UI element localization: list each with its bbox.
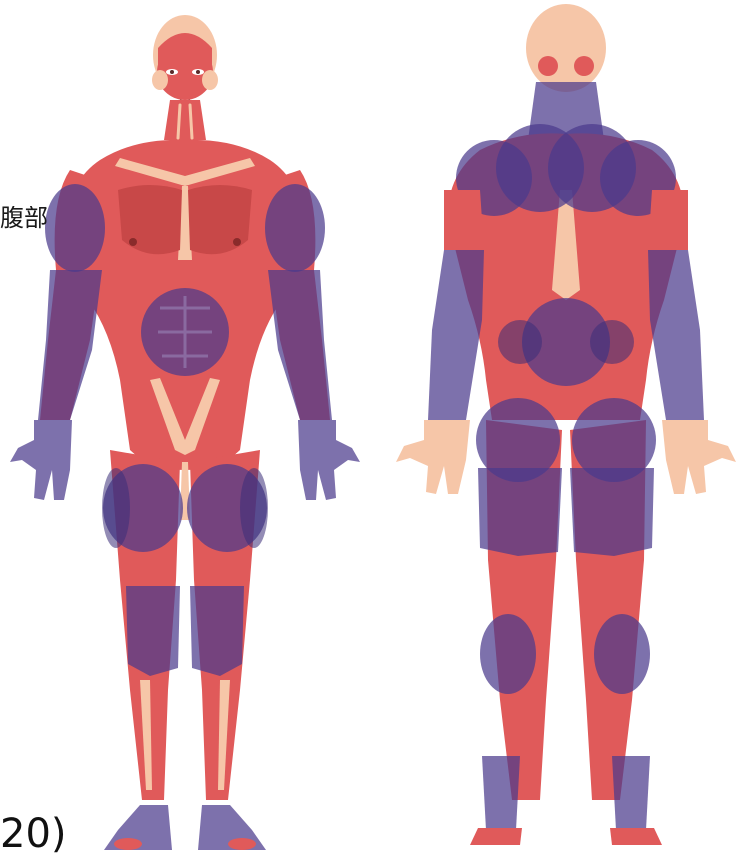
back-right-ankle-highlight [612, 756, 650, 830]
back-right-hamstring-highlight [570, 468, 654, 556]
back-left-calf-highlight [480, 614, 536, 694]
front-right-knee-highlight [190, 586, 244, 676]
back-figure [396, 4, 736, 845]
front-figure [10, 15, 360, 850]
back-head [526, 4, 606, 92]
front-left-forearm-highlight [38, 270, 102, 420]
back-right-arm-highlight [648, 250, 704, 420]
front-left-knee-highlight [126, 586, 180, 676]
front-right-shoulder-highlight [265, 184, 325, 272]
back-right-calf-highlight [594, 614, 650, 694]
back-left-ankle-highlight [482, 756, 520, 830]
front-left-shoulder-highlight [45, 184, 105, 272]
front-head [152, 15, 218, 102]
back-left-hamstring-highlight [478, 468, 562, 556]
back-right-hand [662, 420, 736, 494]
front-neck [164, 100, 206, 140]
front-right-hand-highlight [298, 420, 360, 500]
abdomen-label: 腹部 [0, 206, 48, 230]
bottom-text-fragment: 20) [0, 814, 67, 854]
back-left-arm-highlight [428, 250, 484, 420]
back-upper-highlight-4 [548, 124, 636, 212]
front-left-hand-highlight [10, 420, 72, 500]
back-left-hand [396, 420, 470, 494]
front-right-forearm-highlight [268, 270, 332, 420]
